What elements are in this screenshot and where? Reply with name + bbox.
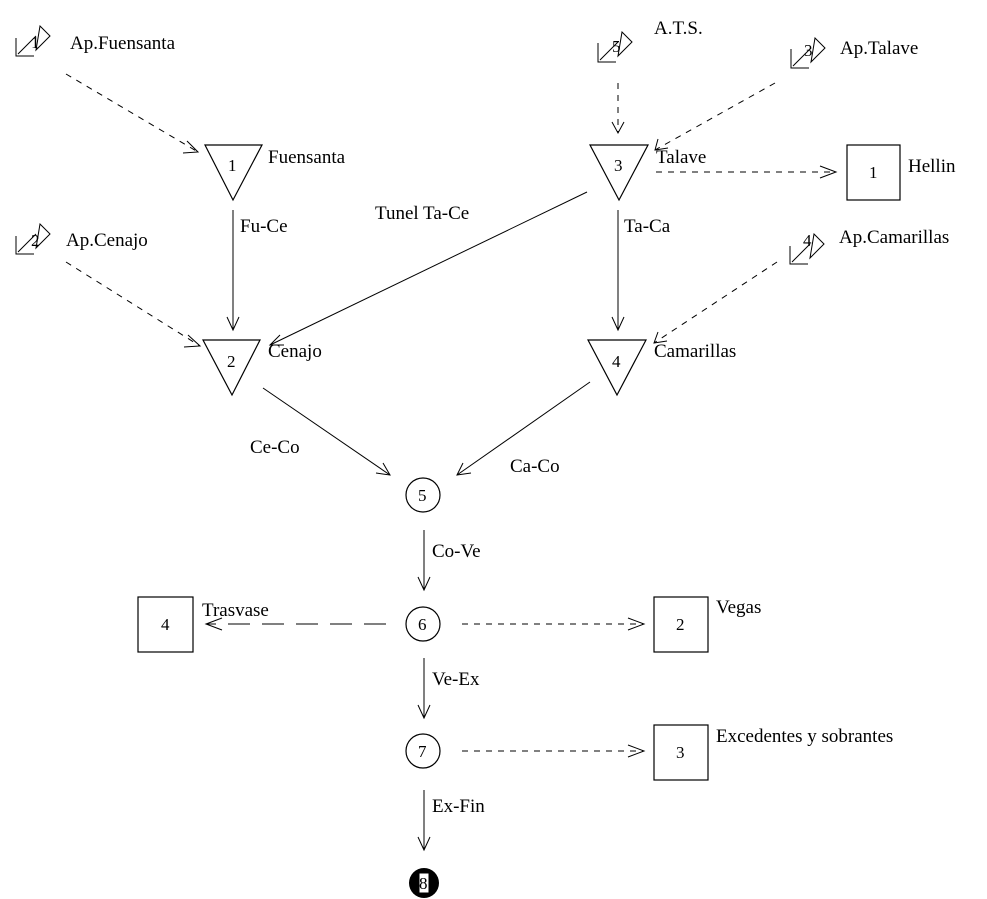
demand-box xyxy=(137,596,194,653)
demand-label: Hellin xyxy=(908,156,956,177)
inflow-2[interactable]: 2 Ap.Cenajo xyxy=(15,222,148,255)
diversion-excedentes xyxy=(462,744,646,758)
link-ca-co[interactable]: Ca-Co xyxy=(456,381,591,477)
node-circle xyxy=(405,477,441,513)
demand-box xyxy=(653,596,709,653)
inflow-label: Ap.Talave xyxy=(840,38,918,59)
demand-2[interactable]: 2 Vegas xyxy=(653,596,761,653)
demand-box xyxy=(653,724,709,781)
inflow-arrow-5 xyxy=(611,83,625,135)
demand-number: 3 xyxy=(676,743,685,762)
reservoir-triangle xyxy=(589,144,649,202)
link-ex-fin[interactable]: Ex-Fin xyxy=(417,790,485,852)
inflow-5[interactable]: 5 A.T.S. xyxy=(597,18,703,63)
link-tunel-ta-ce[interactable]: Tunel Ta-Ce xyxy=(268,191,588,346)
link-label: Ve-Ex xyxy=(432,669,480,690)
inflow-icon xyxy=(790,36,826,69)
diversion-hellin xyxy=(656,165,838,179)
inflow-label: Ap.Fuensanta xyxy=(70,33,176,54)
diversion-trasvase xyxy=(204,617,386,631)
reservoir-number: 3 xyxy=(614,156,623,175)
inflow-icon xyxy=(15,222,51,255)
node-circle xyxy=(405,606,441,642)
link-label: Ce-Co xyxy=(250,437,300,458)
reservoir-label: Fuensanta xyxy=(268,147,346,168)
link-ta-ca[interactable]: Ta-Ca xyxy=(611,210,671,332)
node-7[interactable]: 7 xyxy=(405,733,441,769)
reservoir-4[interactable]: 4 Camarillas xyxy=(587,339,736,397)
demand-1[interactable]: 1 Hellin xyxy=(846,144,956,201)
inflow-icon xyxy=(789,232,825,265)
link-label: Ta-Ca xyxy=(624,216,671,237)
node-5[interactable]: 5 xyxy=(405,477,441,513)
reservoir-triangle xyxy=(587,339,647,397)
reservoir-triangle xyxy=(204,144,263,202)
inflow-label: Ap.Cenajo xyxy=(66,230,148,251)
demand-number: 4 xyxy=(161,615,170,634)
inflow-3[interactable]: 3 Ap.Talave xyxy=(790,36,918,69)
inflow-number: 3 xyxy=(804,41,813,60)
reservoir-label: Cenajo xyxy=(268,341,322,362)
inflow-number: 5 xyxy=(612,37,621,56)
inflow-arrow-1 xyxy=(65,73,200,154)
demand-label: Vegas xyxy=(716,597,761,618)
node-number: 5 xyxy=(418,486,427,505)
demand-label: Excedentes y sobrantes xyxy=(716,726,893,747)
inflow-number: 1 xyxy=(31,33,40,52)
inflow-arrow-3 xyxy=(654,82,776,151)
inflow-number: 4 xyxy=(803,231,812,250)
demand-label: Trasvase xyxy=(202,600,269,621)
link-label: Ca-Co xyxy=(510,456,560,477)
inflow-number: 2 xyxy=(31,231,40,250)
reservoir-3[interactable]: 3 Talave xyxy=(589,144,706,202)
demand-4[interactable]: 4 Trasvase xyxy=(137,596,269,653)
link-label: Fu-Ce xyxy=(240,216,288,237)
node-circle xyxy=(405,733,441,769)
node-8-terminal[interactable]: 8 xyxy=(409,868,439,898)
link-co-ve[interactable]: Co-Ve xyxy=(417,530,481,592)
link-label: Co-Ve xyxy=(432,541,481,562)
node-6[interactable]: 6 xyxy=(405,606,441,642)
reservoir-label: Camarillas xyxy=(654,341,736,362)
link-ve-ex[interactable]: Ve-Ex xyxy=(417,658,480,720)
demand-3[interactable]: 3 Excedentes y sobrantes xyxy=(653,724,893,781)
node-number: 7 xyxy=(418,742,427,761)
inflow-1[interactable]: 1 Ap.Fuensanta xyxy=(15,24,176,57)
link-ce-co[interactable]: Ce-Co xyxy=(250,387,391,476)
demand-number: 2 xyxy=(676,615,685,634)
link-label: Tunel Ta-Ce xyxy=(375,203,469,224)
reservoir-number: 2 xyxy=(227,352,236,371)
inflow-icon xyxy=(597,30,633,63)
inflow-4[interactable]: 4 Ap.Camarillas xyxy=(789,227,949,265)
reservoir-number: 1 xyxy=(228,156,237,175)
node-number: 6 xyxy=(418,615,427,634)
reservoir-number: 4 xyxy=(612,352,621,371)
demand-box xyxy=(846,144,901,201)
inflow-icon xyxy=(15,24,51,57)
reservoir-triangle xyxy=(202,339,261,397)
inflow-arrow-2 xyxy=(65,261,202,348)
reservoir-label: Talave xyxy=(656,147,706,168)
terminal-marker xyxy=(418,872,430,894)
reservoir-1[interactable]: 1 Fuensanta xyxy=(204,144,346,202)
inflow-label: A.T.S. xyxy=(654,18,703,39)
node-number: 8 xyxy=(419,874,428,893)
inflow-arrow-4 xyxy=(653,261,778,344)
link-label: Ex-Fin xyxy=(432,796,485,817)
inflow-label: Ap.Camarillas xyxy=(839,227,949,248)
reservoir-2[interactable]: 2 Cenajo xyxy=(202,339,322,397)
diversion-vegas xyxy=(462,617,646,631)
link-fu-ce[interactable]: Fu-Ce xyxy=(226,210,288,332)
demand-number: 1 xyxy=(869,163,878,182)
